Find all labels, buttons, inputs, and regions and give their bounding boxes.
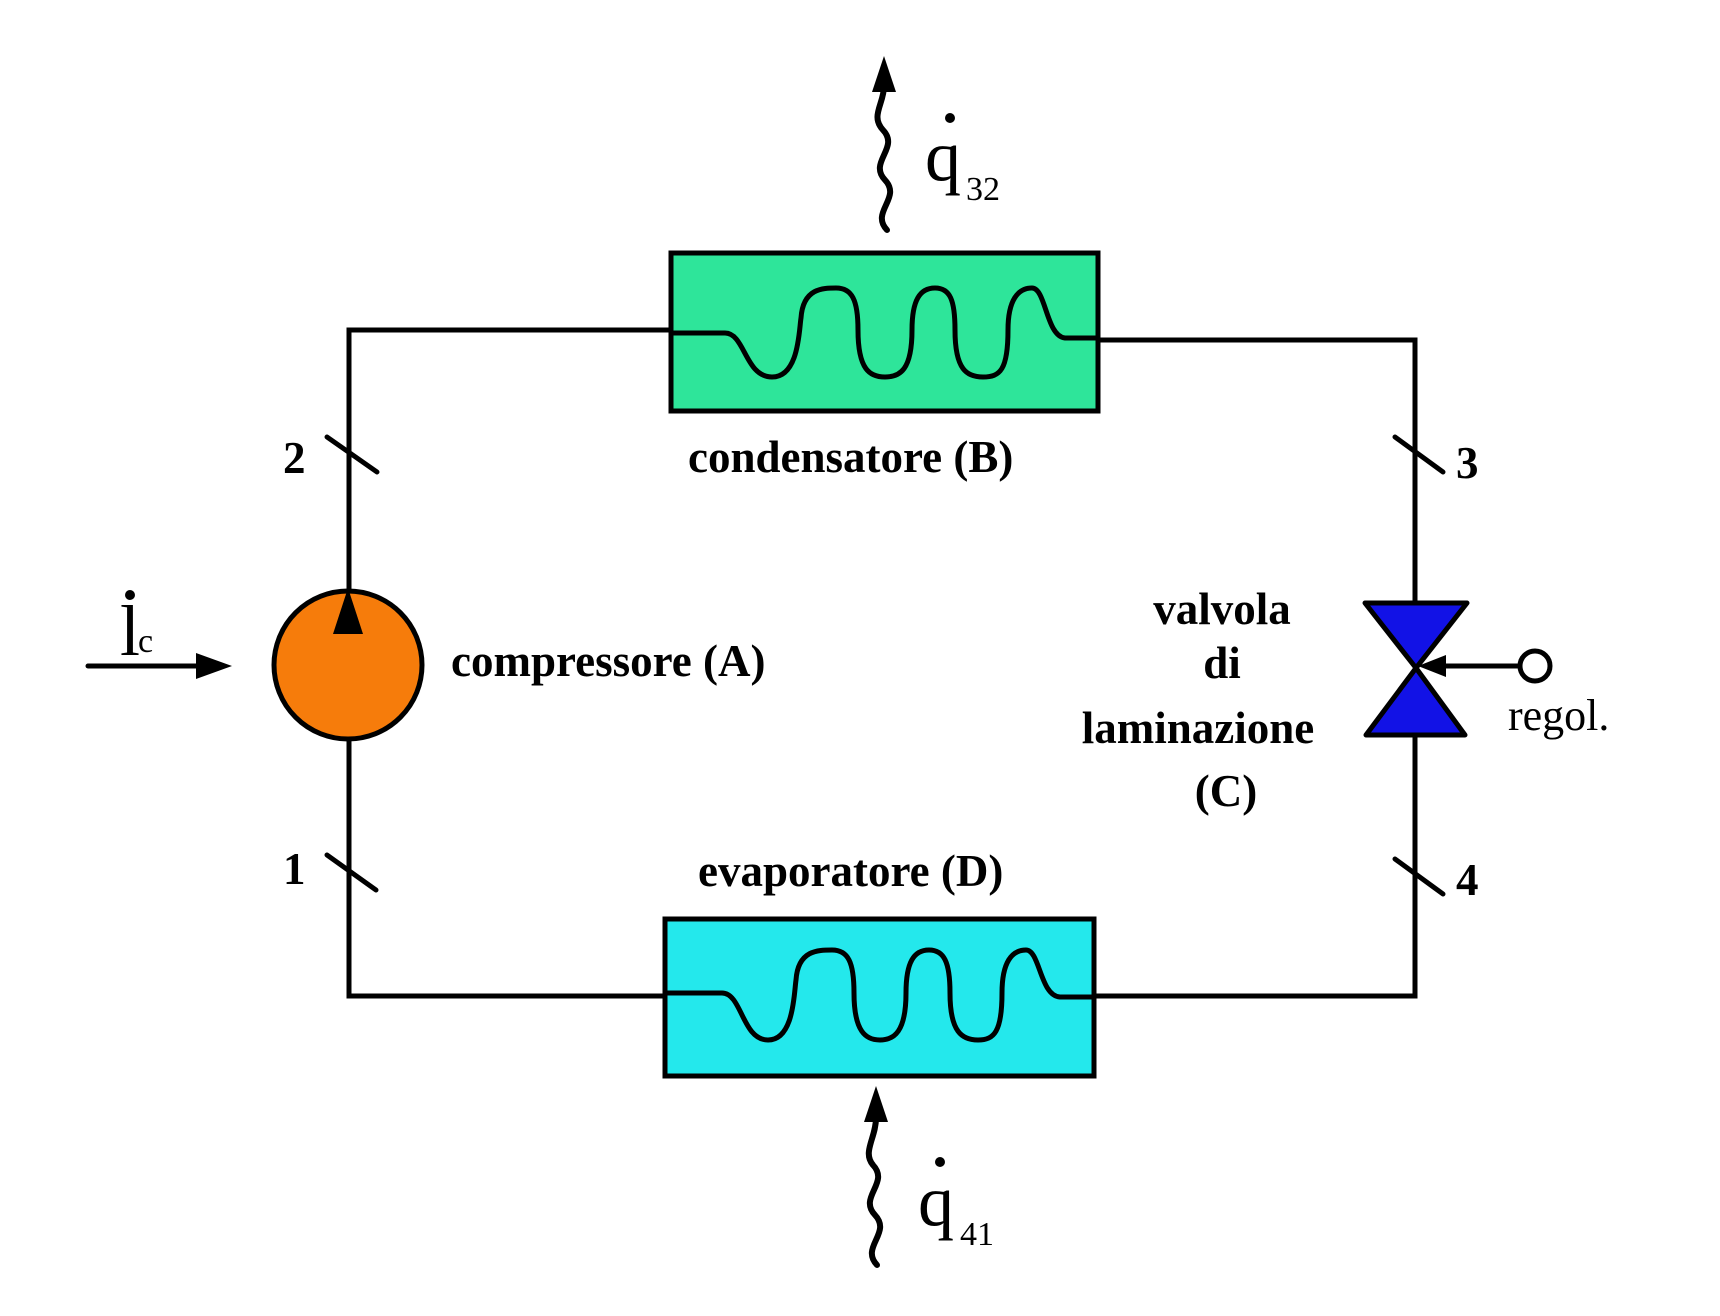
work-in-subscript: c: [138, 623, 153, 660]
condenser-box: [668, 250, 1101, 414]
state-2-label: 2: [283, 433, 306, 483]
heat-in-symbol: q: [918, 1161, 954, 1241]
compressor-label: compressore (A): [451, 636, 766, 686]
work-in-symbol: l: [120, 591, 140, 671]
heat-in-subscript: 41: [960, 1216, 994, 1253]
valve-label-line-4: (C): [1195, 766, 1257, 816]
state-3-tick: [1392, 434, 1446, 475]
state-4-label: 4: [1456, 855, 1479, 905]
work-in-label: l c: [120, 590, 153, 671]
pipe-condenser-to-valve: [1094, 337, 1418, 606]
heat-out-dot-icon: [945, 113, 955, 123]
heat-out-arrow: [872, 56, 896, 233]
work-in-dot-icon: [125, 590, 135, 600]
evaporator-coil: [662, 947, 1096, 1043]
evaporator: [662, 916, 1097, 1079]
work-in-arrowhead-icon: [196, 653, 232, 679]
regulation-label: regol.: [1508, 691, 1609, 740]
heat-in-arrowhead-icon: [864, 1086, 888, 1122]
compressor-arrow-icon: [333, 588, 363, 634]
valve-label-line-2: di: [1203, 638, 1241, 688]
heat-in-arrow: [864, 1086, 888, 1268]
evaporator-box: [662, 916, 1097, 1079]
heat-out-label: q 32: [925, 113, 1000, 208]
pipe-evaporator-to-compressor: [346, 737, 668, 999]
state-ticks: [324, 434, 1446, 897]
heat-out-arrowhead-icon: [872, 56, 896, 92]
pipe-compressor-to-condenser: [346, 327, 676, 591]
state-1-tick: [324, 852, 379, 893]
circuit-pipes: [346, 327, 1418, 999]
heat-in-wavy-line: [865, 1115, 884, 1268]
valve-label-line-1: valvola: [1153, 584, 1291, 634]
expansion-valve: [1362, 600, 1553, 738]
pipe-valve-to-evaporator: [1090, 732, 1418, 999]
valve-label-line-3: laminazione: [1082, 703, 1315, 753]
condenser: [668, 250, 1101, 414]
state-4-tick: [1392, 856, 1446, 897]
heat-out-wavy-line: [874, 83, 894, 233]
work-in-arrow: [85, 653, 232, 679]
valve-lower-triangle: [1363, 665, 1468, 738]
heat-in-label: q 41: [918, 1157, 994, 1253]
valve-label: valvola di laminazione (C): [1082, 584, 1315, 816]
state-1-label: 1: [283, 844, 306, 894]
heat-in-dot-icon: [935, 1157, 945, 1167]
regulation-knob-icon: [1517, 648, 1553, 684]
state-2-tick: [324, 434, 380, 475]
evaporator-label: evaporatore (D): [698, 846, 1003, 896]
regulation-arrow-icon: [1418, 655, 1446, 677]
heat-out-symbol: q: [925, 116, 961, 196]
compressor: [271, 588, 425, 742]
condenser-label: condensatore (B): [688, 432, 1013, 482]
valve-upper-triangle: [1362, 600, 1470, 671]
heat-out-subscript: 32: [966, 171, 1000, 208]
condenser-coil: [670, 285, 1100, 380]
state-3-label: 3: [1456, 438, 1479, 488]
